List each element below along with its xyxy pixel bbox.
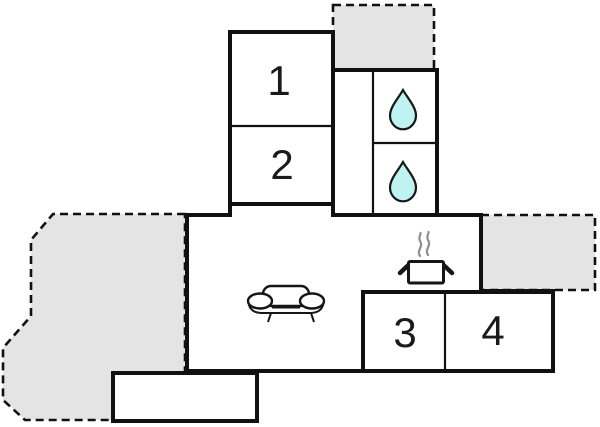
steam-wave: [425, 230, 431, 257]
room-4-label: 4: [481, 307, 504, 354]
room-2-label: 2: [270, 141, 293, 188]
terrace-top: [331, 3, 436, 72]
sofa-leg-left: [267, 312, 272, 323]
pot-body: [407, 260, 445, 285]
steam-icon: [417, 230, 431, 258]
sofa-armrest-right: [298, 292, 326, 310]
terrace-right: [479, 213, 597, 292]
bedrooms-1-2-block: [228, 30, 335, 206]
cooking-pot-icon: [397, 260, 455, 285]
steam-wave: [417, 231, 423, 258]
room-1-label: 1: [267, 57, 290, 104]
rooms-3-4-block: [361, 290, 555, 373]
water-drop-icon: [388, 87, 418, 131]
sofa-armrest-left: [246, 292, 274, 310]
sofa-leg-right: [310, 312, 315, 323]
sofa-icon: [246, 284, 326, 323]
water-drop-icon: [388, 159, 418, 203]
room-3-label: 3: [393, 309, 416, 356]
sofa-skirt: [247, 302, 325, 314]
entrance-box: [111, 371, 259, 423]
